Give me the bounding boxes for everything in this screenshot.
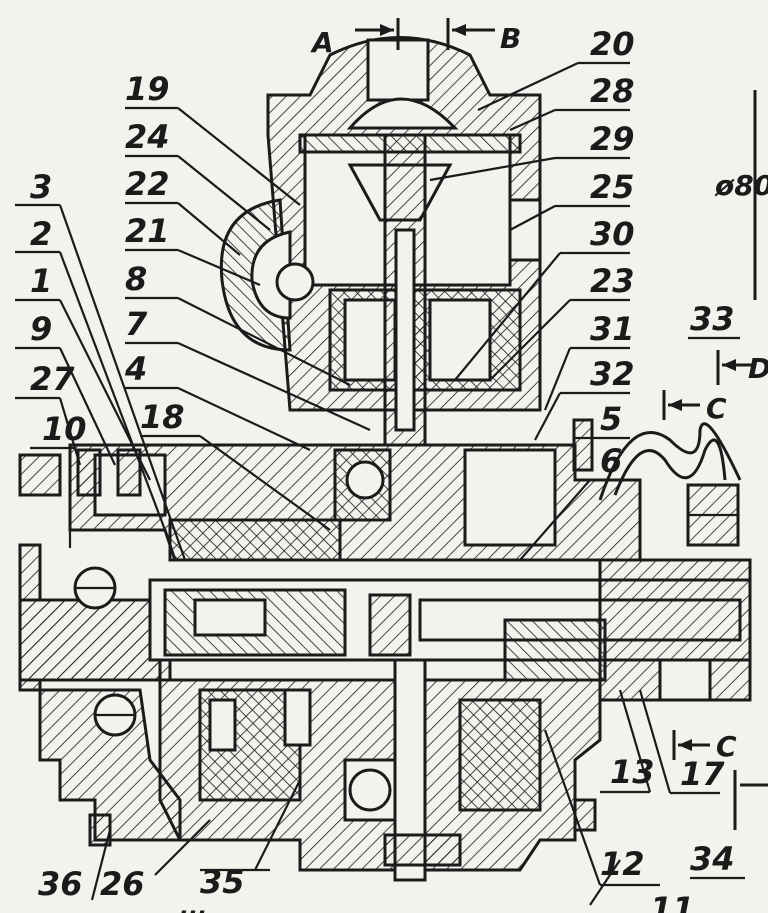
- callout-31: 31: [590, 310, 635, 348]
- callout-25: 25: [590, 168, 635, 206]
- callout-20: 20: [590, 25, 635, 63]
- callout-4: 4: [124, 350, 147, 388]
- lower-body: [38, 658, 602, 882]
- diameter-dimension: ø80: [714, 90, 768, 300]
- callout-5: 5: [600, 400, 622, 438]
- callout-9: 9: [30, 310, 52, 348]
- diameter-label: ø80: [714, 169, 768, 202]
- callout-30: 30: [590, 215, 635, 253]
- left-fastener: [18, 448, 142, 497]
- main-shaft-assembly: [18, 543, 752, 702]
- caption-fragment: ...: [180, 893, 207, 913]
- callout-19: 19: [125, 70, 170, 108]
- callout-28: 28: [590, 72, 635, 110]
- callout-36: 36: [38, 865, 83, 903]
- callout-24: 24: [125, 118, 170, 156]
- callout-6: 6: [600, 442, 622, 480]
- middle-body: [68, 418, 642, 562]
- delivery-pipe: [598, 422, 742, 547]
- callout-18: 18: [140, 398, 185, 436]
- section-markers: A B C C D: [310, 18, 768, 830]
- callout-23: 23: [590, 262, 635, 300]
- section-b-label: B: [500, 22, 521, 55]
- callout-11: 11: [650, 890, 695, 913]
- callout-21: 21: [125, 212, 170, 250]
- callout-8: 8: [125, 260, 147, 298]
- right-callouts: 20 28 29 25 30 23 31 32 5 6 33: [429, 25, 740, 561]
- callout-29: 29: [590, 120, 635, 158]
- callout-22: 22: [125, 165, 170, 203]
- callout-26: 26: [100, 865, 145, 903]
- section-d-label: D: [748, 352, 768, 385]
- callout-27: 27: [30, 360, 75, 398]
- callout-32: 32: [590, 355, 635, 393]
- side-inlet: [219, 198, 315, 352]
- callout-12: 12: [600, 845, 645, 883]
- section-c-upper-label: C: [706, 392, 727, 425]
- section-a-label: A: [310, 26, 334, 59]
- callout-34: 34: [690, 840, 735, 878]
- callout-7: 7: [125, 305, 148, 343]
- upper-housing: [266, 36, 542, 447]
- left-callouts: 19 24 22 21 8 7 4 18 3 2 1 9 27 10: [15, 70, 371, 561]
- callout-2: 2: [30, 215, 52, 253]
- bottom-callouts: 36 26 35 13 17 12 34 11: [38, 689, 745, 913]
- callout-17: 17: [680, 755, 725, 793]
- callout-1: 1: [30, 262, 52, 300]
- callout-3: 3: [30, 168, 52, 206]
- callout-10: 10: [42, 410, 87, 448]
- section-c-lower-label: C: [716, 730, 737, 763]
- callout-33: 33: [690, 300, 735, 338]
